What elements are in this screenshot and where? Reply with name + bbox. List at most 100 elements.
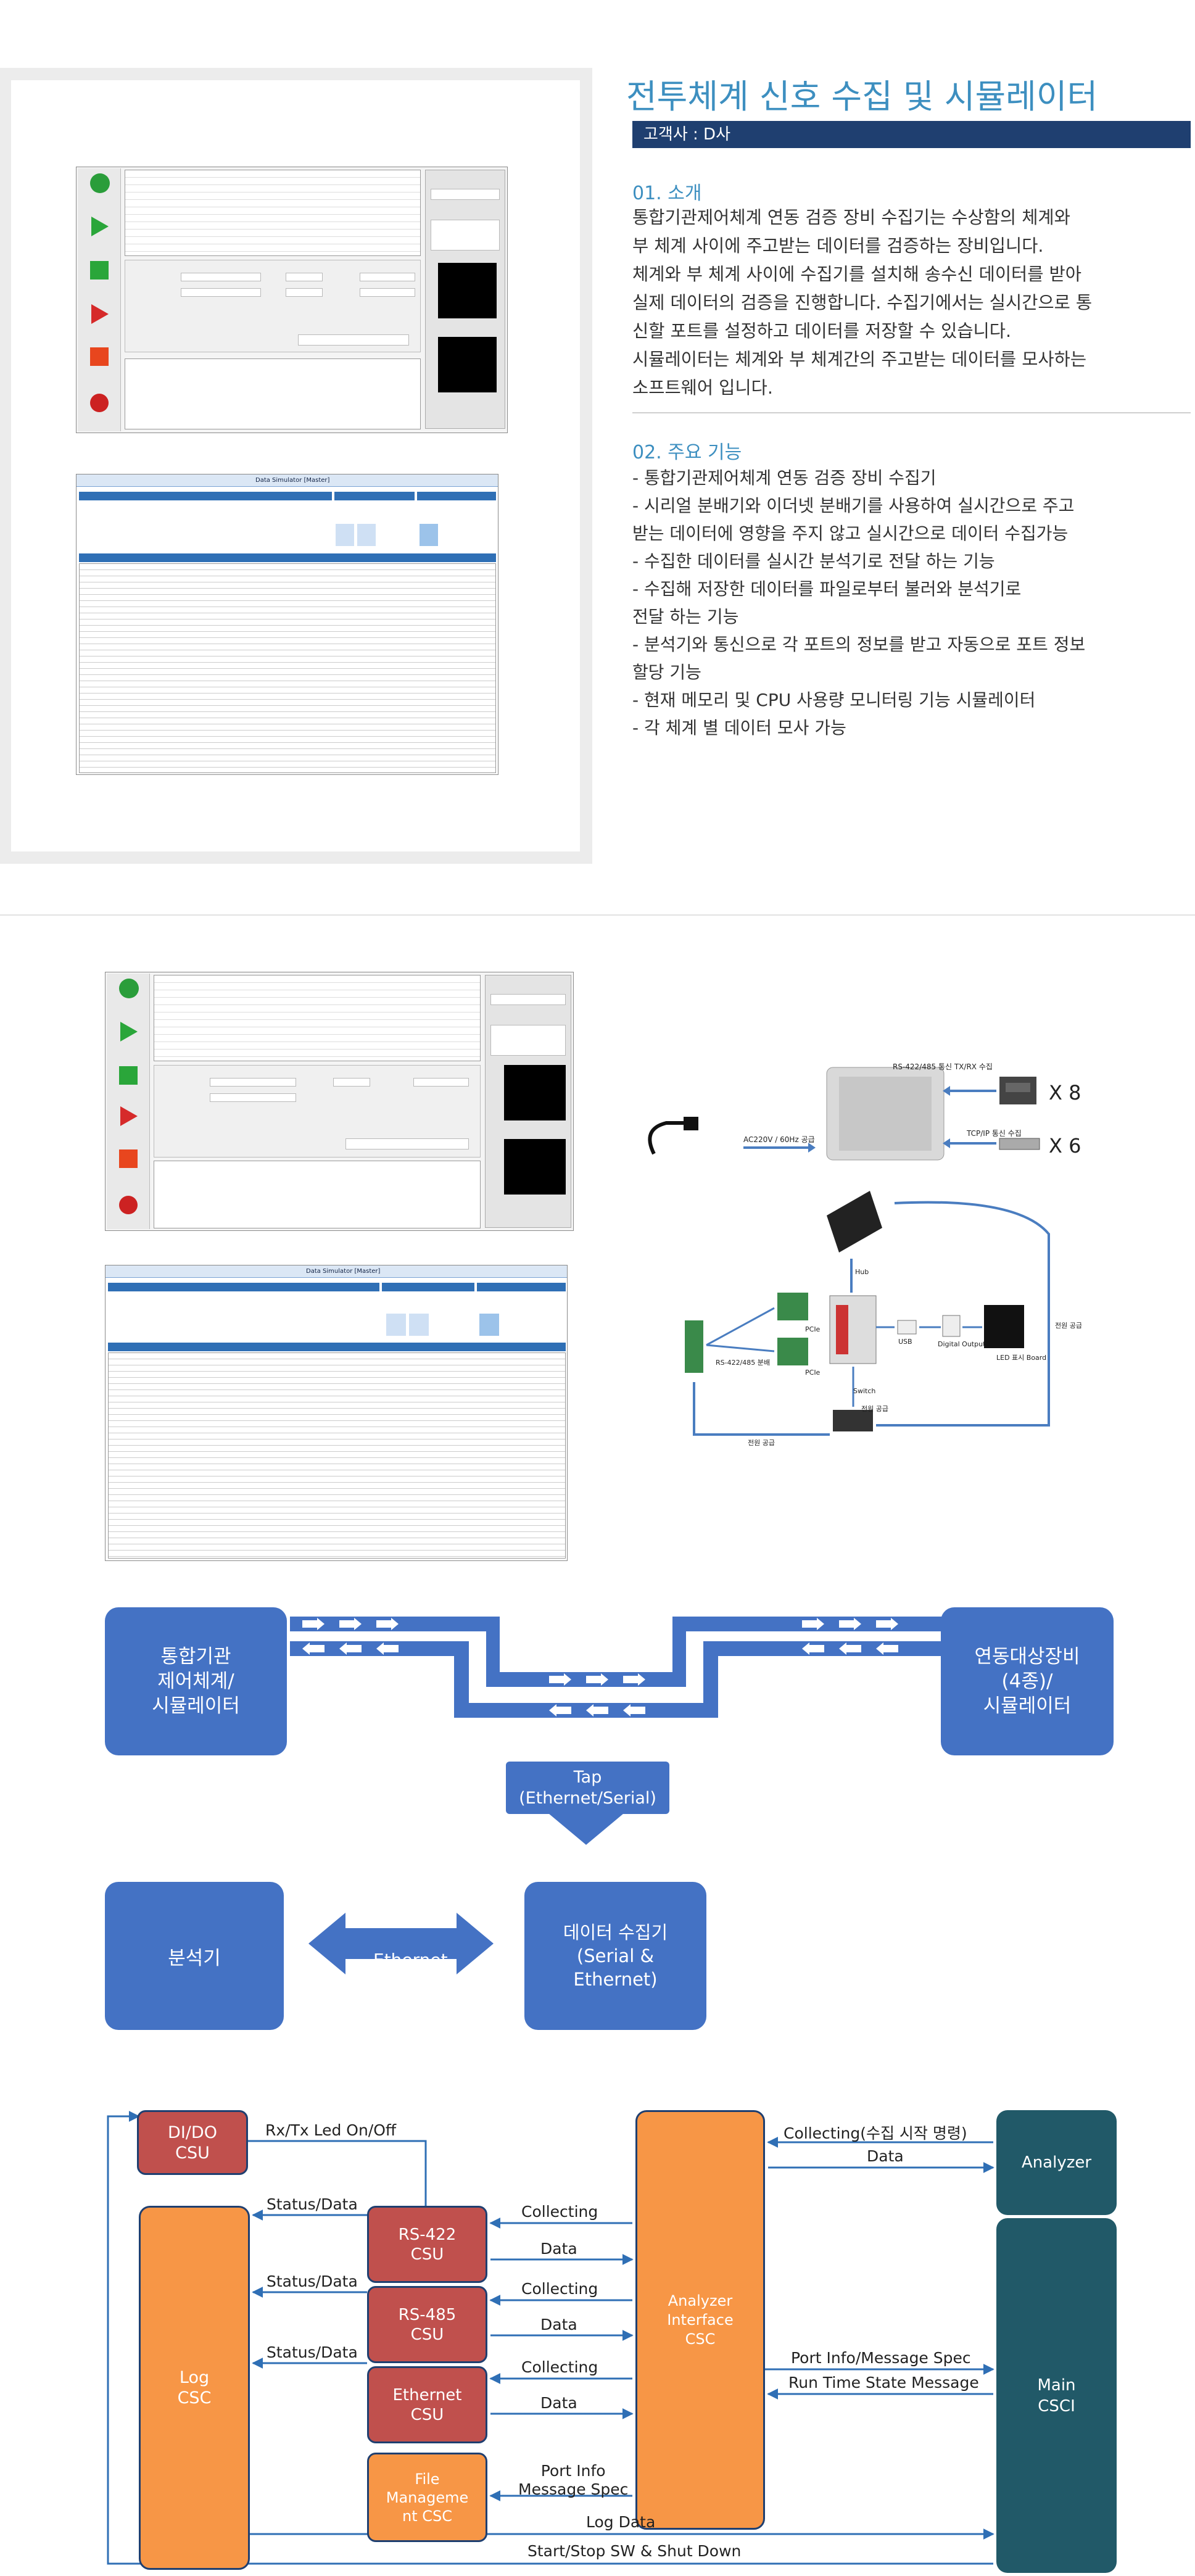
page-title: 전투체계 신호 수집 및 시뮬레이터 [626, 77, 1098, 116]
tcp-device-icon [999, 1138, 1040, 1150]
feature-item: - 분석기와 통신으로 각 포트의 정보를 받고 자동으로 포트 정보 [632, 634, 1086, 655]
record-icon [119, 979, 139, 998]
collector-screenshot-2 [105, 972, 574, 1231]
flow-tap-box: Tap (Ethernet/Serial) [506, 1762, 669, 1814]
log-data-label: Log Data [586, 2513, 656, 2531]
rs-split-label: RS-422/485 분배 [716, 1359, 771, 1367]
stop-green-icon [119, 1066, 138, 1085]
serial-device-icon [999, 1077, 1036, 1104]
play-red-icon [91, 304, 109, 324]
rs485-csu-box: RS-485 CSU [367, 2286, 487, 2363]
rs-board-icon [685, 1320, 703, 1373]
analyzer-data-label: Data [867, 2147, 904, 2165]
tcp-label: TCP/IP 통신 수집 [967, 1129, 1022, 1138]
collecting-label-1: Collecting [521, 2203, 598, 2221]
power-cable-icon [648, 1117, 698, 1155]
power-label-2: 전원 공급 [748, 1439, 775, 1447]
switch-label: Switch [853, 1387, 876, 1395]
digital-output-icon [942, 1315, 961, 1337]
simulator-title-2: Data Simulator [Master] [306, 1268, 381, 1275]
rs-label: RS-422/485 통신 TX/RX 수집 [893, 1062, 993, 1071]
feature-item: - 각 체계 별 데이터 모사 가능 [632, 718, 846, 738]
file-management-box: File Manageme nt CSC [367, 2453, 487, 2542]
led-board-label: LED 표시 Board [996, 1354, 1047, 1362]
feature-item: - 수집해 저장한 데이터를 파일로부터 불러와 분석기로 [632, 579, 1022, 599]
tcp-arrowhead [943, 1138, 950, 1148]
feature-item: - 통합기관제어체계 연동 검증 장비 수집기 [632, 468, 937, 488]
usb-icon [897, 1320, 917, 1335]
collect-command-label: Collecting(수집 시작 명령) [784, 2124, 967, 2142]
digital-output-label: Digital Output [938, 1340, 986, 1348]
monitor-icon [827, 1191, 882, 1253]
usb-label: USB [898, 1338, 912, 1346]
hub-label: Hub [855, 1268, 869, 1276]
section-divider [632, 412, 1191, 413]
intro-text: 통합기관제어체계 연동 검증 장비 수집기는 수상함의 체계와 부 체계 사이에… [632, 207, 1093, 398]
rs-arrowhead [943, 1086, 950, 1096]
feature-item: 할당 기능 [632, 662, 701, 682]
power-line-2 [876, 1201, 1050, 1427]
feature-item: 받는 데이터에 영향을 주지 않고 실시간으로 데이터 수집가능 [632, 523, 1069, 544]
dido-csu-box: DI/DO CSU [137, 2110, 248, 2175]
stop-green-icon [90, 261, 109, 280]
feature-item: - 수집한 데이터를 실시간 분석기로 전달 하는 기능 [632, 551, 995, 571]
ethernet-label: Ethernet [373, 1950, 448, 1970]
flow-left-box: 통합기관 제어체계/ 시뮬레이터 [105, 1607, 287, 1755]
runtime-label: Run Time State Message [788, 2374, 979, 2392]
main-csci-box: Main CSCI [996, 2218, 1117, 2573]
simulator-title: Data Simulator [Master] [255, 477, 330, 484]
feature-item: - 시리얼 분배기와 이더넷 분배기를 사용하여 실시간으로 주고 [632, 495, 1075, 516]
intro-heading: 01. 소개 [632, 183, 702, 204]
feature-item: - 현재 메모리 및 CPU 사용량 모니터링 기능 시뮬레이터 [632, 690, 1036, 710]
power-icon [90, 394, 109, 412]
ethernet-csu-box: Ethernet CSU [367, 2366, 487, 2443]
x6-label: X 6 [1049, 1134, 1081, 1158]
collector-screenshot [76, 167, 508, 433]
record-icon [90, 173, 110, 193]
ethernet-arrow [308, 1913, 494, 1974]
stop-red-icon [119, 1149, 138, 1168]
flow-analyzer-box: 분석기 [105, 1882, 284, 2030]
port-spec-label: Port Info/Message Spec [791, 2349, 971, 2367]
start-stop-label: Start/Stop SW & Shut Down [527, 2542, 742, 2560]
play-icon [120, 1022, 138, 1042]
pcie-card-icon [777, 1338, 808, 1365]
rs-split-line [706, 1307, 775, 1346]
port-table [125, 170, 421, 256]
status-label-2: Status/Data [267, 2272, 358, 2290]
pcie-card-icon [777, 1293, 808, 1320]
port-info-label: Port Info Message Spec [518, 2462, 629, 2498]
hardware-diagram [648, 1067, 1050, 1436]
x8-label: X 8 [1049, 1081, 1081, 1104]
rs-split-line [706, 1344, 775, 1352]
pcie-label-2: PCIe [805, 1369, 821, 1377]
status-label-3: Status/Data [267, 2343, 358, 2361]
play-red-icon [120, 1106, 138, 1126]
analyzer-interface-box: Analyzer Interface CSC [635, 2110, 765, 2530]
stop-red-icon [90, 347, 109, 366]
power-label-1: 전원 공급 [1055, 1322, 1082, 1330]
pcie-label-1: PCIe [805, 1325, 821, 1333]
flow-arrows [302, 1618, 898, 1717]
collector-device-icon [826, 1067, 945, 1161]
power-line-1 [693, 1382, 830, 1436]
page-divider [0, 914, 1195, 916]
flow-right-box: 연동대상장비 (4종)/ 시뮬레이터 [941, 1607, 1114, 1755]
collecting-label-2: Collecting [521, 2280, 598, 2298]
data-label-3: Data [540, 2394, 577, 2412]
settings-area [125, 260, 421, 352]
power-label-3: 전원 공급 [861, 1405, 888, 1413]
response-table [79, 563, 496, 773]
log-table [125, 358, 421, 429]
play-icon [91, 217, 109, 236]
status-panel [425, 170, 505, 429]
features-heading: 02. 주요 기능 [632, 442, 742, 463]
arch-analyzer-box: Analyzer [996, 2110, 1117, 2215]
embedded-pc-icon [829, 1295, 877, 1364]
power-icon [119, 1196, 138, 1214]
led-board-icon [984, 1305, 1024, 1348]
side-toolbar [78, 168, 121, 431]
flow-collector-box: 데이터 수집기 (Serial & Ethernet) [524, 1882, 706, 2030]
status-label-1: Status/Data [267, 2195, 358, 2213]
screenshot-panel-inner: Data Simulator [Master] [11, 80, 580, 851]
